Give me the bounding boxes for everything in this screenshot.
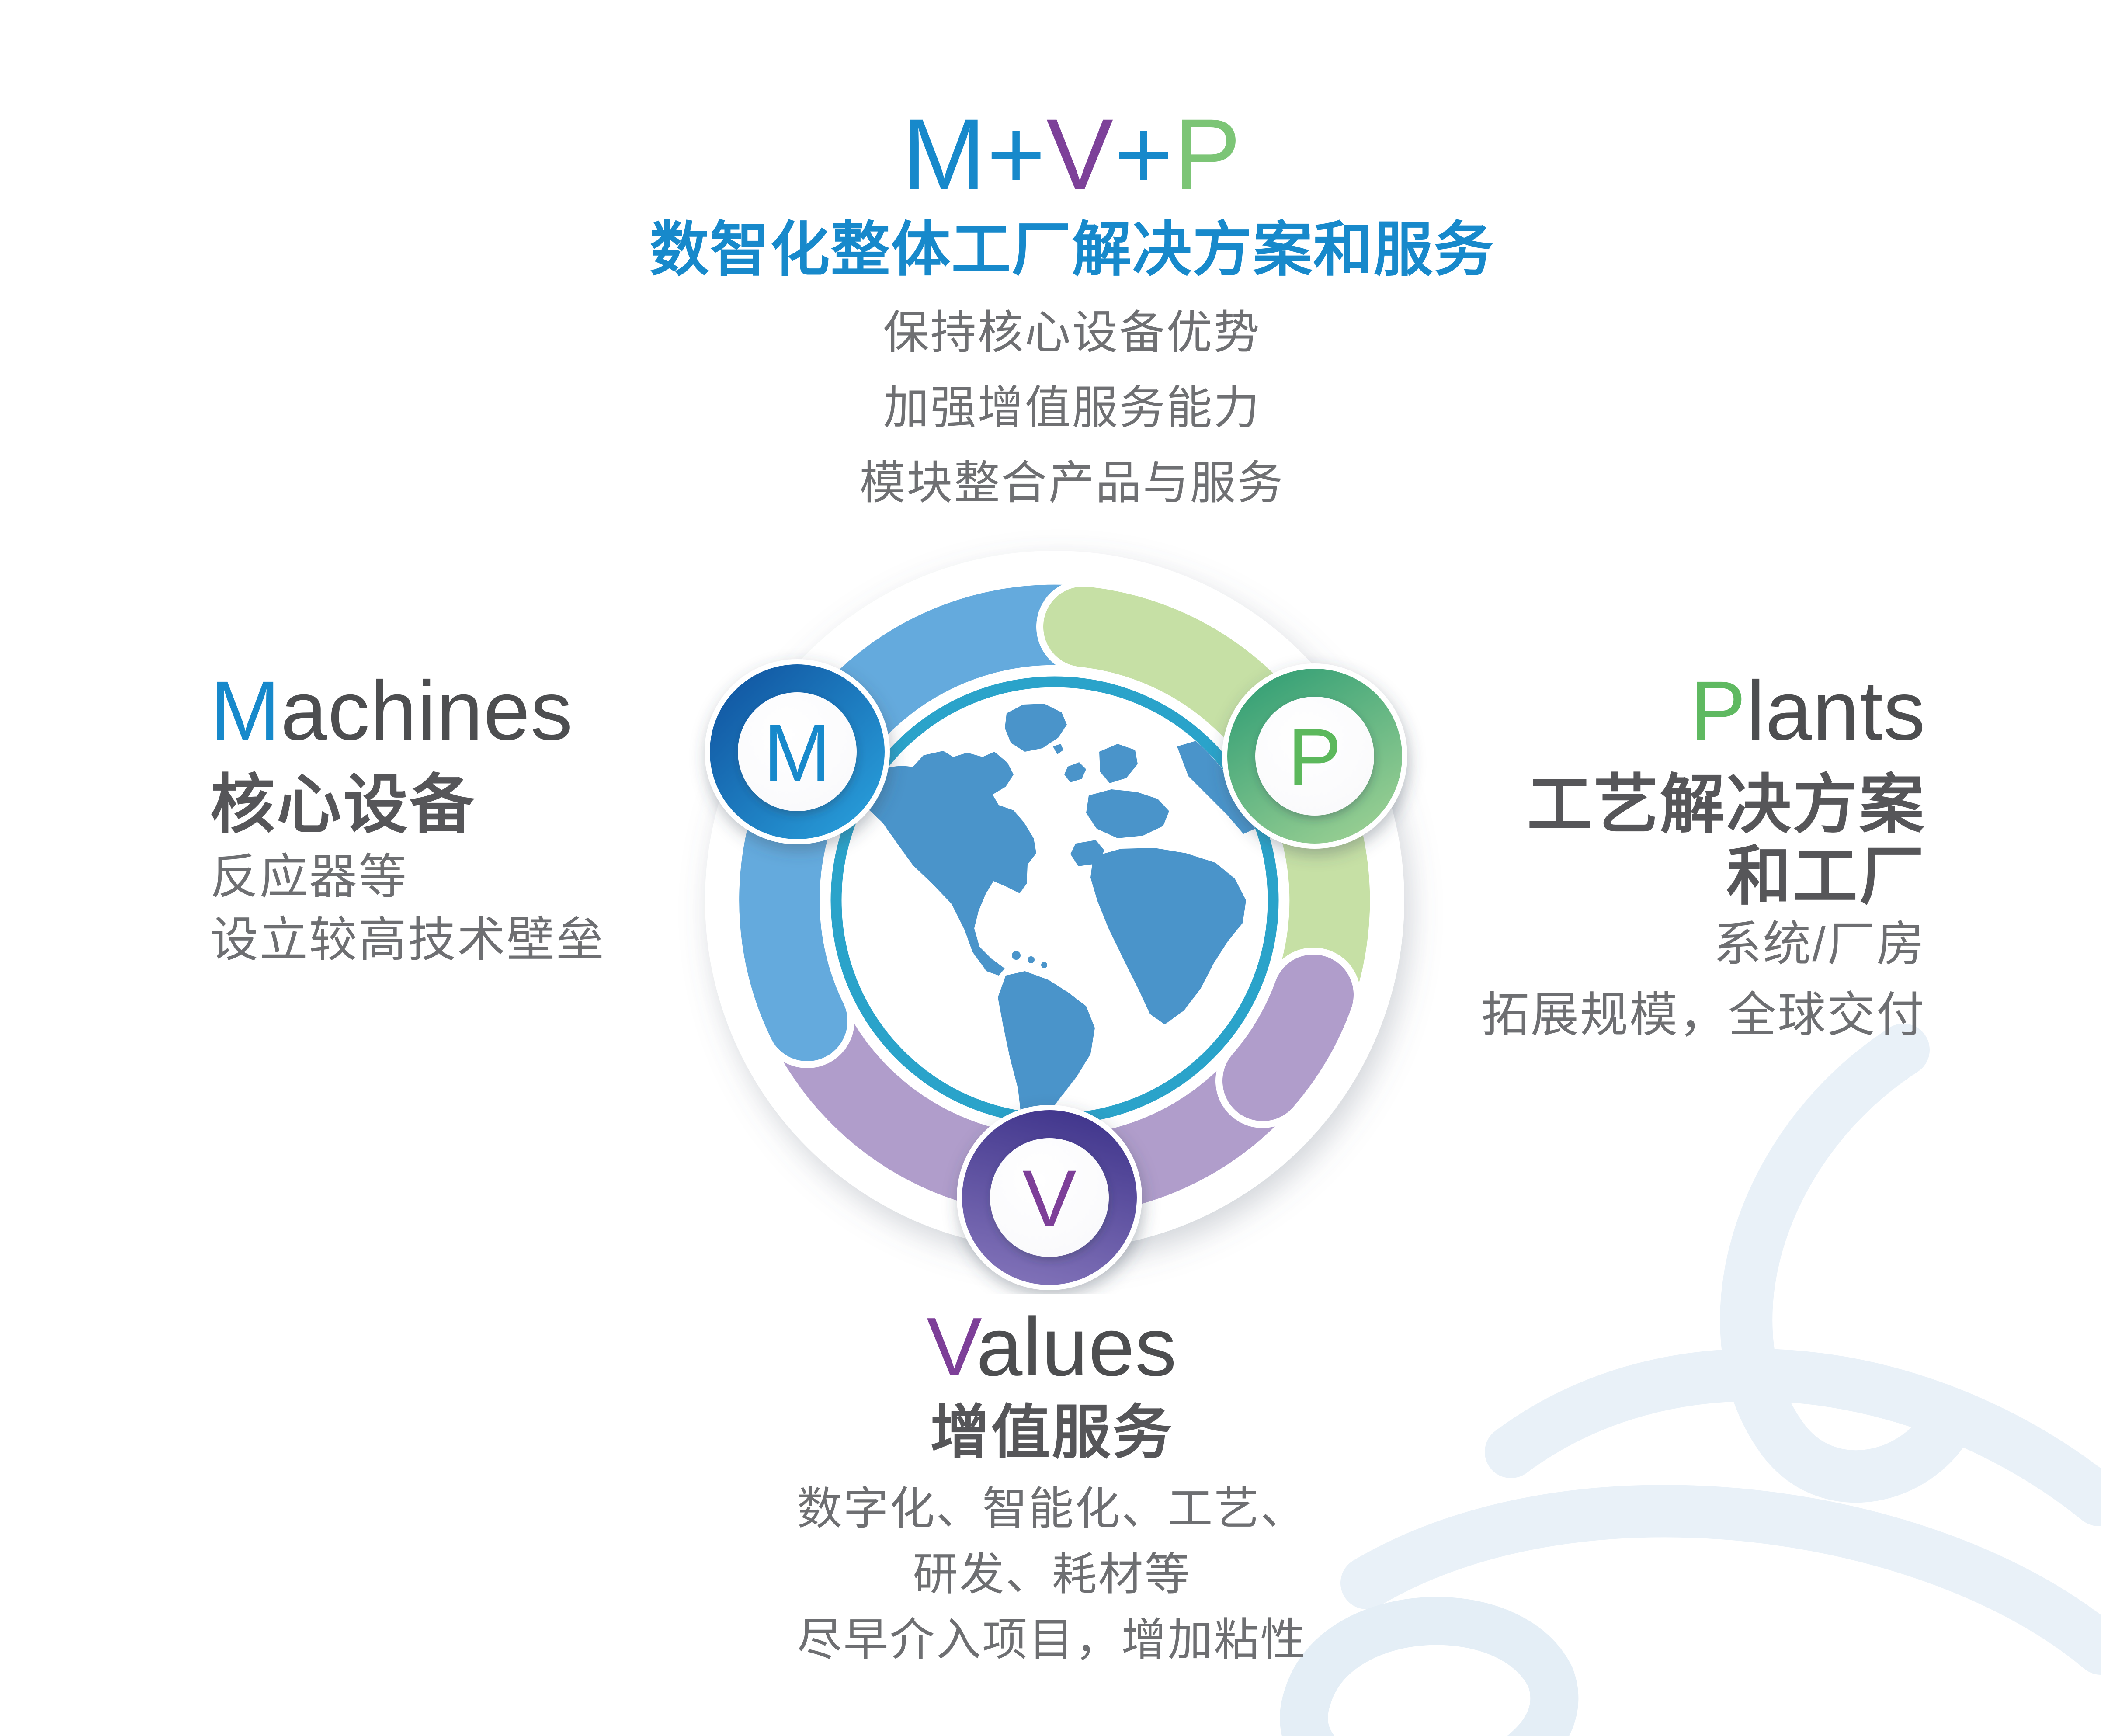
values-title-initial: V [927, 1301, 976, 1393]
header-bullet-list: 保持核心设备优势 加强增值服务能力 模块整合产品与服务 [0, 295, 2101, 521]
plants-block: Plants 工艺解决方案 和工厂 系统/厂房 拓展规模，全球交付 [1481, 668, 1926, 1040]
values-block: Values 增值服务 数字化、智能化、工艺、 研发、耗材等 尽早介入项目，增加… [0, 1305, 2101, 1673]
values-line-3: 尽早介入项目，增加粘性 [797, 1614, 1307, 1665]
machines-line-1: 反应器等 [210, 850, 408, 904]
badge-machines-letter: M [764, 708, 831, 798]
machines-heading: 核心设备 [210, 769, 476, 841]
badge-plants-letter: P [1288, 712, 1341, 802]
values-lines: 数字化、智能化、工艺、 研发、耗材等 尽早介入项目，增加粘性 [3, 1476, 2101, 1673]
plants-line-2: 拓展规模，全球交付 [1481, 988, 1926, 1042]
plants-heading-line-2: 和工厂 [1726, 840, 1926, 913]
land-iceland [1053, 744, 1063, 754]
title-plus-1: + [986, 98, 1046, 210]
page-subtitle: 数智化整体工厂解决方案和服务 [649, 216, 1494, 283]
machines-title-rest: achines [280, 663, 573, 757]
title-plus-2: + [1114, 98, 1174, 210]
land-europe [1086, 789, 1169, 838]
machines-title-initial: M [210, 663, 281, 757]
header-bullet-2: 加强增值服务能力 [883, 382, 1261, 434]
land-uk [1064, 762, 1086, 782]
plants-title: Plants [1481, 668, 1926, 753]
machines-title: Machines [210, 668, 605, 753]
land-caribbean-2 [1028, 956, 1035, 963]
watermark-swoosh-2 [1340, 1485, 2101, 1675]
values-line-1: 数字化、智能化、工艺、 [797, 1483, 1307, 1534]
land-africa [1090, 848, 1246, 1024]
land-caribbean-3 [1041, 962, 1047, 968]
plants-title-rest: lants [1746, 663, 1926, 757]
badge-values-letter: V [1022, 1154, 1076, 1244]
badge-values: V [957, 1105, 1142, 1290]
land-caribbean-1 [1012, 951, 1021, 960]
mvp-ring-diagram: M P V [705, 551, 1407, 1290]
land-north-america [860, 751, 1036, 976]
page-title: M+V+P [0, 104, 2101, 205]
plants-line-1: 系统/厂房 [1713, 917, 1926, 971]
land-greenland [1005, 704, 1067, 752]
badge-plants: P [1222, 663, 1407, 849]
header-bullet-1: 保持核心设备优势 [883, 307, 1261, 358]
watermark-swoosh-1 [1485, 1348, 2101, 1526]
values-title-rest: alues [976, 1301, 1177, 1393]
land-south-america [998, 971, 1095, 1113]
machines-block: Machines 核心设备 反应器等 设立较高技术壁垒 [210, 668, 605, 965]
badge-plants-inner [1255, 697, 1374, 816]
machines-line-2: 设立较高技术壁垒 [210, 913, 605, 967]
badge-machines-inner [738, 692, 857, 811]
badge-values-inner [990, 1138, 1109, 1257]
land-scandinavia [1099, 744, 1138, 783]
watermark-loop [1280, 1597, 1579, 1736]
header-bullet-3: 模块整合产品与服务 [859, 458, 1285, 509]
arc-values-purple-end [1215, 948, 1361, 1128]
values-heading: 增值服务 [930, 1399, 1174, 1465]
values-line-2: 研发、耗材等 [913, 1549, 1191, 1599]
title-letter-m: M [902, 98, 987, 210]
plants-heading-line-1: 工艺解决方案 [1527, 769, 1926, 841]
plants-heading: 工艺解决方案 和工厂 [1481, 769, 1926, 913]
title-letter-v: V [1046, 98, 1115, 210]
values-title: Values [3, 1305, 2101, 1389]
plants-title-initial: P [1690, 663, 1747, 757]
badge-machines: M [705, 659, 890, 844]
corner-watermark-graphic [1280, 1024, 2101, 1736]
title-letter-p: P [1174, 98, 1242, 210]
